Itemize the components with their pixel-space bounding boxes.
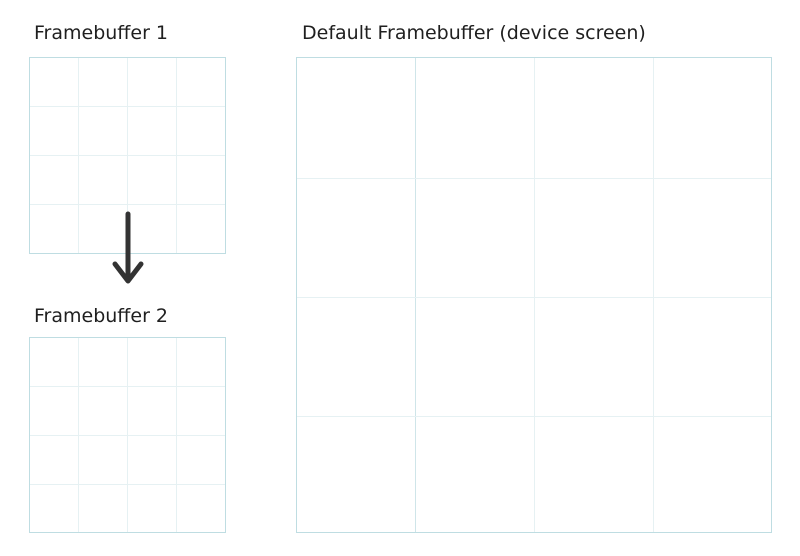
grid-line xyxy=(297,297,771,298)
framebuffer-2-label: Framebuffer 2 xyxy=(34,305,169,327)
grid-line xyxy=(30,484,225,485)
default-framebuffer-label: Default Framebuffer (device screen) xyxy=(302,22,646,44)
default-framebuffer xyxy=(296,57,772,533)
grid-line xyxy=(297,416,771,417)
grid-line xyxy=(30,204,225,205)
framebuffer-1-grid xyxy=(30,58,225,253)
grid-line xyxy=(30,386,225,387)
grid-line xyxy=(415,58,416,532)
down-arrow-icon xyxy=(112,211,144,284)
framebuffer-2-grid xyxy=(30,338,225,532)
framebuffer-1-label: Framebuffer 1 xyxy=(34,22,169,44)
grid-line xyxy=(30,155,225,156)
framebuffer-2 xyxy=(29,337,226,533)
grid-line xyxy=(534,58,535,532)
grid-line xyxy=(653,58,654,532)
grid-line xyxy=(30,106,225,107)
grid-line xyxy=(30,435,225,436)
default-framebuffer-grid xyxy=(297,58,771,532)
grid-line xyxy=(297,178,771,179)
